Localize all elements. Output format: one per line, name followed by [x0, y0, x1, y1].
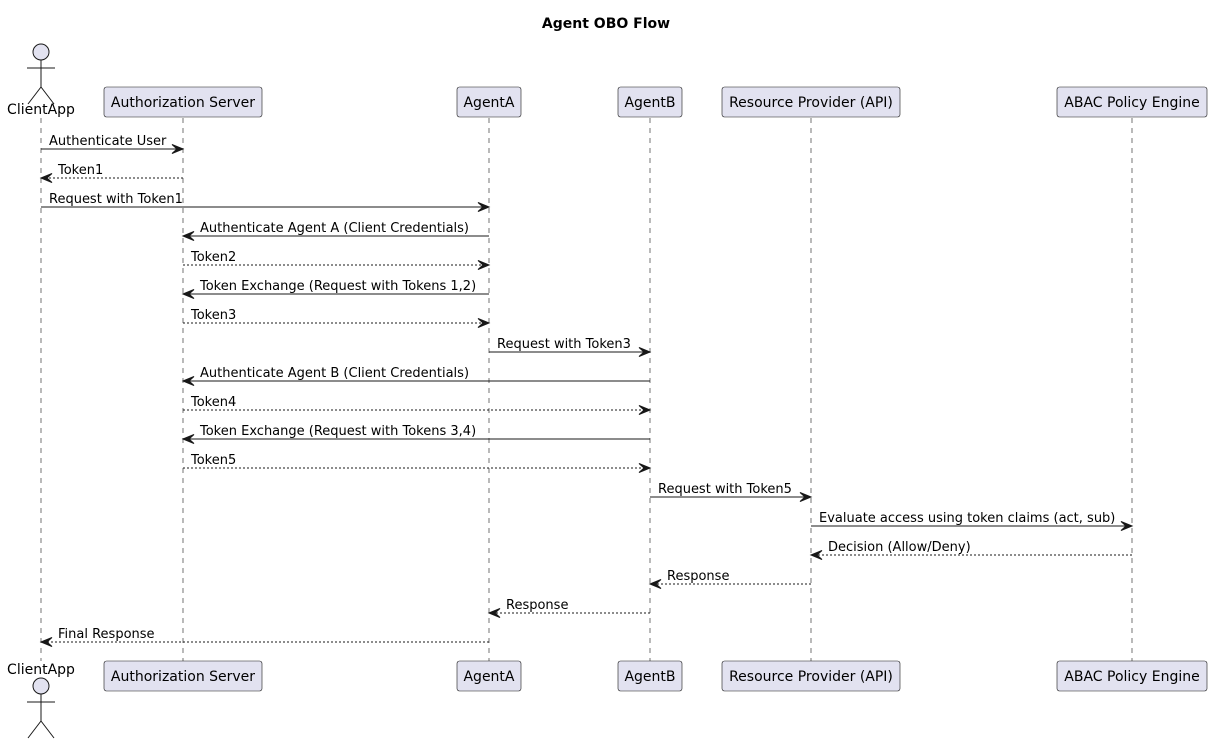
arrowhead-icon — [638, 463, 652, 473]
message-label: Authenticate User — [49, 134, 167, 149]
actor-figure-icon — [27, 43, 55, 105]
message-label: Evaluate access using token claims (act,… — [819, 511, 1115, 526]
participant-agentB-bottom: AgentB — [617, 660, 683, 692]
participant-box — [617, 660, 683, 692]
message-label: Token5 — [190, 453, 236, 468]
participant-box — [617, 86, 683, 118]
message-label: Request with Token5 — [658, 482, 792, 497]
actor-figure-icon — [27, 677, 55, 739]
participant-label: Authorization Server — [111, 669, 255, 685]
participant-agentB-top: AgentB — [617, 86, 683, 118]
arrowhead-icon — [181, 376, 195, 386]
message-1: Authenticate User — [41, 134, 185, 154]
participant-resource-top: Resource Provider (API) — [721, 86, 901, 118]
participant-abac-top: ABAC Policy Engine — [1056, 86, 1208, 118]
arrowhead-icon — [487, 608, 501, 618]
participant-box — [721, 86, 901, 118]
actor-top: ClientApp — [7, 43, 75, 118]
arrowhead-icon — [477, 318, 491, 328]
participant-box — [103, 86, 263, 118]
message-label: Final Response — [58, 627, 155, 642]
participant-agentA-top: AgentA — [456, 86, 522, 118]
message-11: Token Exchange (Request with Tokens 3,4) — [181, 424, 650, 444]
actor-label: ClientApp — [7, 102, 75, 118]
participant-box — [721, 660, 901, 692]
message-5: Token2 — [183, 250, 491, 270]
participant-label: AgentA — [463, 95, 514, 111]
message-14: Evaluate access using token claims (act,… — [811, 511, 1134, 531]
participant-label: ABAC Policy Engine — [1064, 95, 1199, 111]
actor-bottom: ClientApp — [7, 662, 75, 739]
message-16: Response — [648, 569, 811, 589]
arrowhead-icon — [1120, 521, 1134, 531]
actor-label: ClientApp — [7, 662, 75, 678]
participant-box — [456, 660, 522, 692]
participant-box — [1056, 86, 1208, 118]
message-label: Token4 — [190, 395, 236, 410]
participant-label: AgentB — [624, 669, 675, 685]
lifelines — [40, 118, 1133, 661]
participants-bottom: ClientApp Authorization Server AgentA Agent… — [7, 660, 1208, 739]
participant-agentA-bottom: AgentA — [456, 660, 522, 692]
message-label: Token3 — [190, 308, 236, 323]
message-label: Decision (Allow/Deny) — [828, 540, 971, 555]
arrowhead-icon — [39, 173, 53, 183]
message-18: Final Response — [39, 627, 489, 647]
participant-label: AgentA — [463, 669, 514, 685]
participant-box — [103, 660, 263, 692]
message-label: Authenticate Agent B (Client Credentials… — [200, 366, 469, 381]
arrowhead-icon — [477, 260, 491, 270]
participant-abac-bottom: ABAC Policy Engine — [1056, 660, 1208, 692]
message-3: Request with Token1 — [41, 192, 491, 212]
participants-top: ClientApp Authorization Server AgentA Agent… — [7, 43, 1208, 118]
message-label: Token2 — [190, 250, 236, 265]
message-7: Token3 — [183, 308, 491, 328]
arrowhead-icon — [638, 347, 652, 357]
message-8: Request with Token3 — [489, 337, 652, 357]
participant-auth-top: Authorization Server — [103, 86, 263, 118]
message-9: Authenticate Agent B (Client Credentials… — [181, 366, 650, 386]
arrowhead-icon — [39, 637, 53, 647]
participant-label: Resource Provider (API) — [729, 669, 893, 685]
arrowhead-icon — [638, 405, 652, 415]
message-4: Authenticate Agent A (Client Credentials… — [181, 221, 489, 241]
arrowhead-icon — [809, 550, 823, 560]
message-label: Authenticate Agent A (Client Credentials… — [200, 221, 469, 236]
message-6: Token Exchange (Request with Tokens 1,2) — [181, 279, 489, 299]
message-2: Token1 — [39, 163, 183, 183]
participant-box — [456, 86, 522, 118]
arrowhead-icon — [171, 144, 185, 154]
message-label: Token Exchange (Request with Tokens 3,4) — [199, 424, 476, 439]
message-17: Response — [487, 598, 650, 618]
arrowhead-icon — [799, 492, 813, 502]
message-label: Response — [667, 569, 729, 584]
participant-label: Authorization Server — [111, 95, 255, 111]
diagram-title: Agent OBO Flow — [542, 16, 670, 32]
arrowhead-icon — [181, 231, 195, 241]
participant-label: AgentB — [624, 95, 675, 111]
arrowhead-icon — [181, 434, 195, 444]
message-13: Request with Token5 — [650, 482, 813, 502]
message-label: Request with Token1 — [49, 192, 183, 207]
message-15: Decision (Allow/Deny) — [809, 540, 1132, 560]
arrowhead-icon — [648, 579, 662, 589]
message-label: Request with Token3 — [497, 337, 631, 352]
message-label: Token1 — [57, 163, 103, 178]
message-label: Response — [506, 598, 568, 613]
participant-label: ABAC Policy Engine — [1064, 669, 1199, 685]
message-label: Token Exchange (Request with Tokens 1,2) — [199, 279, 476, 294]
arrowhead-icon — [181, 289, 195, 299]
participant-label: Resource Provider (API) — [729, 95, 893, 111]
participant-box — [1056, 660, 1208, 692]
message-12: Token5 — [183, 453, 652, 473]
message-10: Token4 — [183, 395, 652, 415]
arrowhead-icon — [477, 202, 491, 212]
participant-resource-bottom: Resource Provider (API) — [721, 660, 901, 692]
participant-auth-bottom: Authorization Server — [103, 660, 263, 692]
